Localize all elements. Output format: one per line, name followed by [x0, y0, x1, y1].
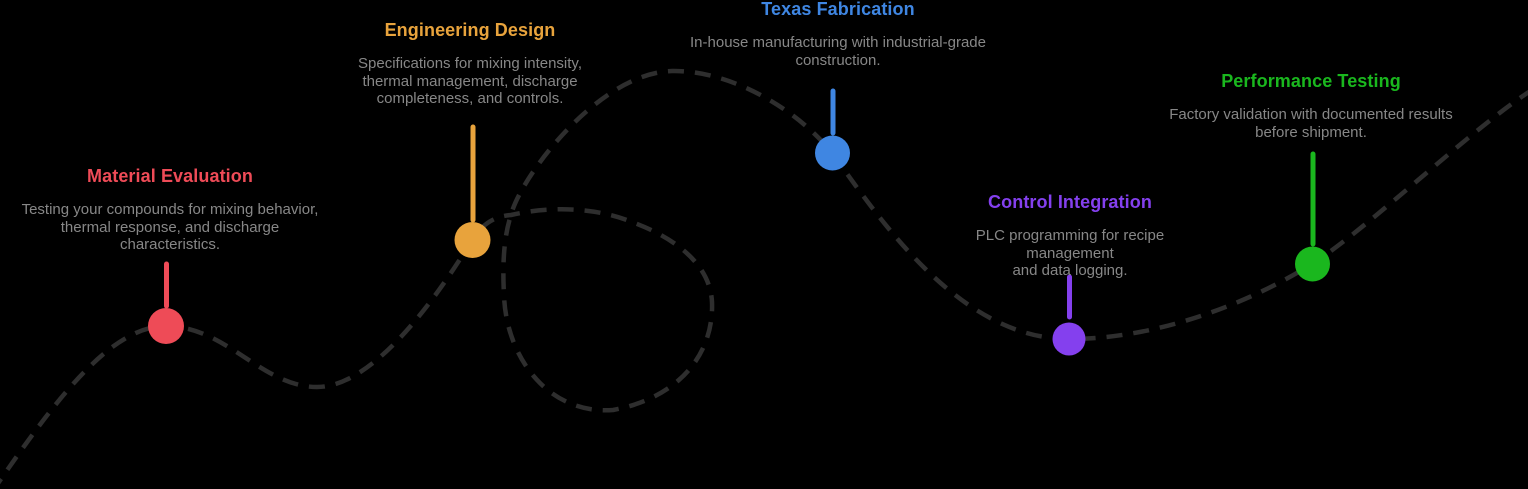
- milestone-description: PLC programming for recipe management an…: [975, 227, 1165, 279]
- milestone-title: Performance Testing: [1221, 71, 1401, 91]
- milestone-material-evaluation: Material Evaluation Testing your compoun…: [15, 165, 325, 254]
- milestone-description: Specifications for mixing intensity, the…: [358, 55, 582, 107]
- milestone-texas-fabrication: Texas Fabrication In-house manufacturing…: [683, 0, 993, 69]
- milestone-control-integration: Control Integration PLC programming for …: [930, 191, 1210, 280]
- dot-texas-fabrication: [815, 135, 850, 171]
- dot-engineering-design: [454, 222, 491, 258]
- milestone-description: Testing your compounds for mixing behavi…: [21, 201, 319, 253]
- dot-performance-testing: [1295, 246, 1330, 282]
- milestone-description: Factory validation with documented resul…: [1169, 106, 1453, 141]
- milestone-title: Material Evaluation: [87, 166, 253, 186]
- dot-control-integration: [1052, 322, 1086, 356]
- milestone-title: Texas Fabrication: [761, 0, 915, 19]
- milestone-title: Control Integration: [988, 192, 1152, 212]
- milestone-performance-testing: Performance Testing Factory validation w…: [1161, 70, 1461, 141]
- milestone-title: Engineering Design: [384, 20, 556, 40]
- dot-material-evaluation: [148, 308, 184, 344]
- milestone-description: In-house manufacturing with industrial-g…: [690, 34, 986, 69]
- milestone-engineering-design: Engineering Design Specifications for mi…: [345, 19, 595, 108]
